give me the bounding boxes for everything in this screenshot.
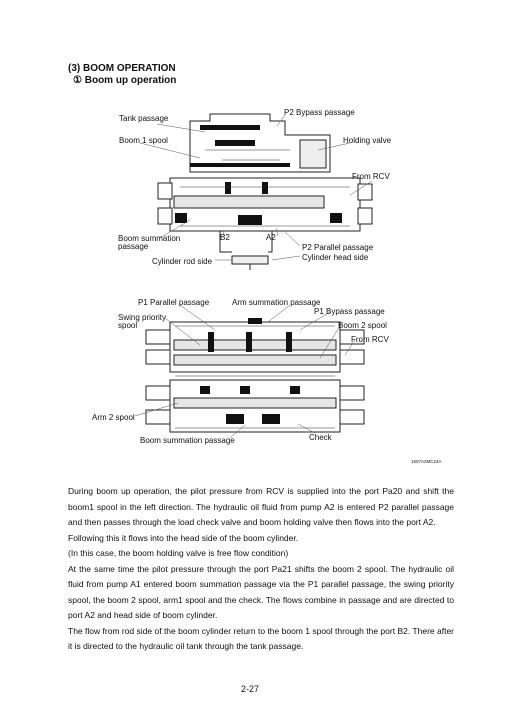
label-p2-bypass-passage: P2 Bypass passage — [284, 108, 355, 117]
paragraph-1: During boom up operation, the pilot pres… — [68, 486, 454, 527]
label-boom-summation-line1: Boom summation — [118, 234, 181, 243]
fig2-left-cap-4 — [145, 409, 171, 425]
figure-code: 1607A2MC24A — [411, 459, 442, 464]
fig2-left-cap-2 — [145, 349, 171, 365]
fig2-right-cap-3 — [339, 385, 365, 401]
subsection-title: ① Boom up operation — [73, 75, 177, 86]
label-arm-summation-passage: Arm summation passage — [232, 298, 321, 307]
fig1-right-cap-bottom — [357, 207, 373, 225]
label-boom-summation-passage: Boom summation passage — [140, 436, 235, 445]
fig1-left-cap-bottom — [157, 207, 173, 225]
fig2-right-cap-2 — [339, 349, 365, 365]
fig1-cylinder — [231, 255, 269, 265]
label-check: Check — [309, 433, 332, 442]
paragraph-4: At the same time the pilot pressure thro… — [68, 563, 454, 621]
paragraph-2: Following this it flows into the head si… — [68, 532, 299, 543]
label-swing-priority-line2: spool — [118, 321, 138, 330]
fig1-right-cap-top — [357, 183, 373, 201]
paragraph-5: The flow from rod side of the boom cylin… — [68, 625, 454, 652]
label-holding-valve: Holding valve — [343, 136, 392, 145]
section-title: (3) BOOM OPERATION — [68, 63, 176, 74]
label-from-rcv-1: From RCV — [352, 172, 390, 181]
label-arm2-spool: Arm 2 spool — [92, 413, 135, 422]
fig2-right-cap-1 — [339, 329, 365, 345]
fig2-right-cap-4 — [339, 409, 365, 425]
label-cylinder-rod-side: Cylinder rod side — [152, 257, 213, 266]
label-port-a2: A2 — [266, 233, 276, 242]
label-from-rcv-2: From RCV — [351, 335, 389, 344]
fig2-left-cap-3 — [145, 385, 171, 401]
label-p1-parallel-passage: P1 Parallel passage — [138, 298, 210, 307]
paragraph-3: (In this case, the boom holding valve is… — [68, 548, 289, 558]
label-swing-priority-line1: Swing priority — [118, 313, 167, 322]
fig2-left-cap-1 — [145, 329, 171, 345]
fig1-boom1-spool — [173, 195, 325, 209]
fig1-holding-valve — [299, 139, 327, 169]
label-boom2-spool: Boom 2 spool — [338, 321, 387, 330]
fig2-arm2-spool — [173, 397, 337, 409]
fig1-left-cap-top — [157, 182, 173, 200]
label-port-b2: B2 — [220, 233, 230, 242]
page-number: 2-27 — [241, 684, 260, 694]
label-cylinder-head-side: Cylinder head side — [302, 253, 369, 262]
label-boom1-spool: Boom 1 spool — [119, 136, 168, 145]
label-boom-summation-line2: passage — [118, 242, 149, 251]
body-text: During boom up operation, the pilot pres… — [68, 484, 454, 655]
label-tank-passage: Tank passage — [119, 114, 169, 123]
label-p1-bypass-passage: P1 Bypass passage — [314, 307, 385, 316]
fig2-swing-spool — [173, 339, 337, 351]
label-p2-parallel-passage: P2 Parallel passage — [302, 243, 374, 252]
fig2-boom2-spool — [173, 354, 337, 366]
